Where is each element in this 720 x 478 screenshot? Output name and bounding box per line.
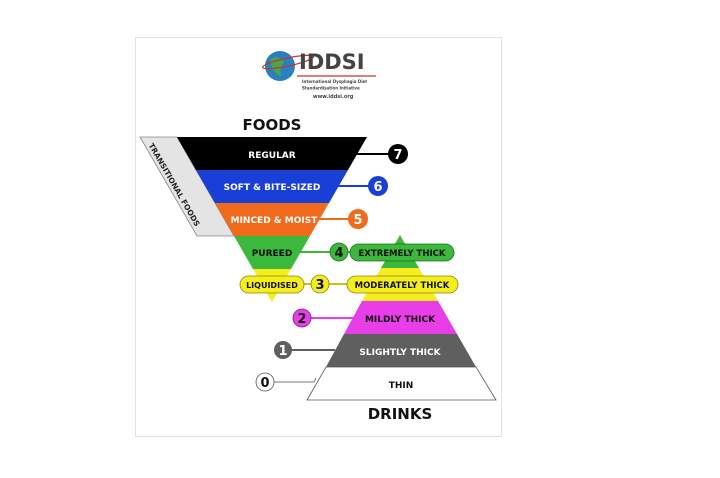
food-label-soft: SOFT & BITE-SIZED xyxy=(224,183,321,193)
food-label-pureed: PUREED xyxy=(252,249,293,259)
drink-label-slightly: SLIGHTLY THICK xyxy=(359,348,441,358)
food-label-regular: REGULAR xyxy=(248,151,295,161)
drink-pill-moderately-thick xyxy=(346,275,459,294)
level-6-badge xyxy=(368,176,388,196)
level-5-badge xyxy=(348,209,368,229)
food-label-liquidised: LIQUIDISED xyxy=(246,281,298,290)
drink-label-mildly: MILDLY THICK xyxy=(365,315,436,325)
drink-band-1 xyxy=(326,334,476,367)
drink-label-thin: THIN xyxy=(389,381,414,391)
drink-pill-extremely-thick xyxy=(349,243,455,262)
food-label-minced: MINCED & MOIST xyxy=(231,216,319,226)
foods-title: FOODS xyxy=(242,116,301,134)
drink-label-extremely: EXTREMELY THICK xyxy=(359,249,446,259)
logo-name: IDDSI xyxy=(299,50,365,74)
food-band-7 xyxy=(177,137,367,170)
food-band-4 xyxy=(234,236,310,269)
level-7-badge xyxy=(388,144,408,164)
level-2-badge xyxy=(292,308,312,328)
level-1-number: 1 xyxy=(278,344,287,359)
drink-label-moderately: MODERATELY THICK xyxy=(355,281,450,291)
food-pill-liquidised xyxy=(239,275,305,294)
level-0-number: 0 xyxy=(260,376,269,391)
logo-subtitle-1: International Dysphagia Diet xyxy=(302,79,367,84)
level-2-number: 2 xyxy=(297,312,306,327)
level-4-number: 4 xyxy=(334,246,343,261)
level-3-number: 3 xyxy=(315,278,324,293)
level-1-badge xyxy=(274,341,292,359)
iddsi-logo: IDDSI International Dysphagia Diet Stand… xyxy=(261,50,376,100)
food-band-5 xyxy=(215,203,329,236)
logo-subtitle-2: Standardisation Initiative xyxy=(302,86,360,91)
level-4-badge xyxy=(329,242,349,262)
logo-url: www.iddsi.org xyxy=(313,94,354,100)
drink-band-2 xyxy=(344,301,457,334)
food-band-6 xyxy=(196,170,348,203)
level-5-number: 5 xyxy=(353,213,362,228)
drink-band-0 xyxy=(306,366,497,401)
diagram-card xyxy=(135,37,502,437)
level-6-number: 6 xyxy=(373,180,382,195)
level-0-badge xyxy=(255,372,275,392)
level-3-badge xyxy=(310,274,330,294)
level-7-number: 7 xyxy=(393,148,402,163)
drinks-title: DRINKS xyxy=(368,405,433,423)
